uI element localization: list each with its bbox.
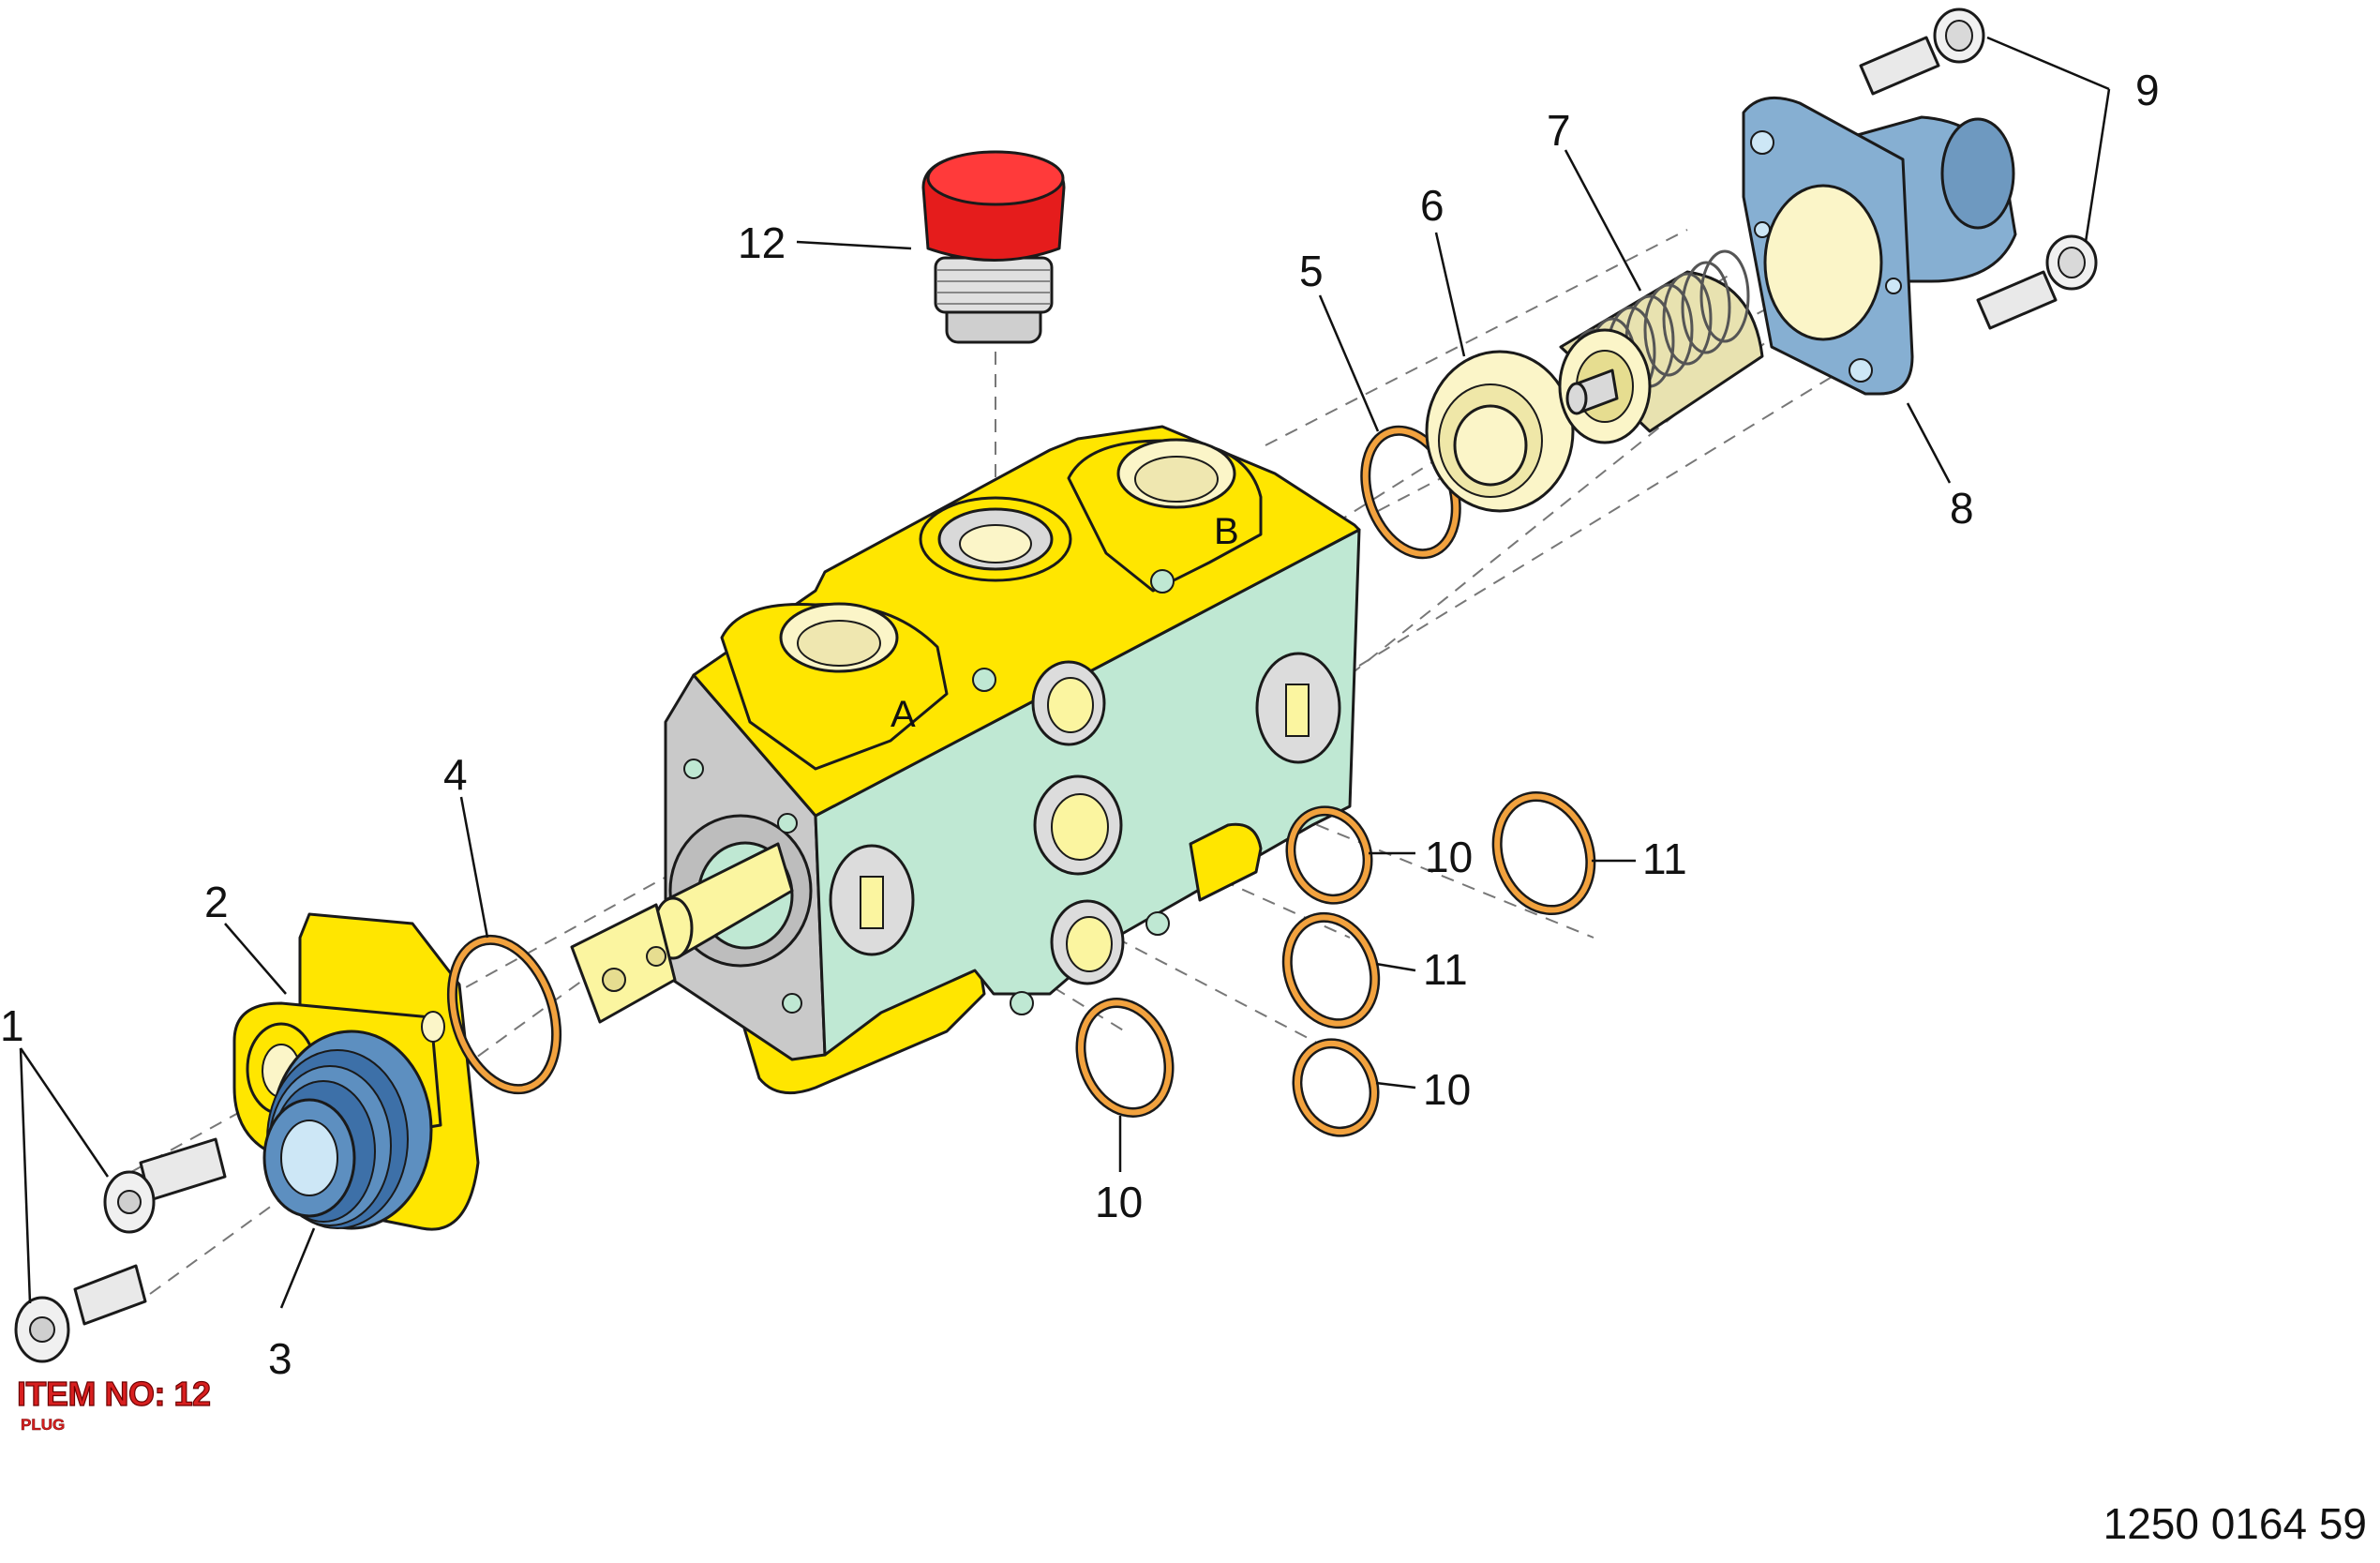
callout-11-middle: 11 xyxy=(1423,945,1468,994)
drawing-number: 1250 0164 59 xyxy=(2103,1499,2367,1548)
o-ring-item-10-upper xyxy=(1285,805,1373,905)
leader-lines xyxy=(19,36,2111,1309)
port-a-label: A xyxy=(891,694,916,735)
callout-7: 7 xyxy=(1547,106,1571,155)
callout-12: 12 xyxy=(738,218,786,267)
valve-body xyxy=(570,425,1361,1095)
callout-3: 3 xyxy=(268,1334,292,1383)
spring-item-7 xyxy=(1558,249,1764,444)
port-b-label: B xyxy=(1214,511,1239,552)
callout-6: 6 xyxy=(1420,181,1444,230)
bolt-upper-item-9 xyxy=(1859,8,1985,96)
item-name-subtitle: PLUG xyxy=(21,1416,66,1435)
bolt-lower-item-9 xyxy=(1976,234,2098,330)
item-number-title: ITEM NO: 12 xyxy=(16,1374,211,1413)
callout-8: 8 xyxy=(1950,484,1974,533)
bolt-upper-item-1 xyxy=(103,1137,227,1234)
callout-10-lower: 10 xyxy=(1423,1065,1471,1114)
o-ring-item-4 xyxy=(446,934,562,1095)
callout-9: 9 xyxy=(2135,66,2160,114)
callout-5: 5 xyxy=(1299,247,1324,295)
o-ring-item-11-lower xyxy=(1075,998,1175,1118)
callout-4: 4 xyxy=(443,750,468,799)
o-ring-item-10-lower xyxy=(1292,1038,1380,1137)
bolt-lower-item-1 xyxy=(14,1264,147,1363)
callout-2: 2 xyxy=(204,878,229,926)
callout-labels: 1 2 3 4 5 6 7 8 9 10 11 12 10 11 10 xyxy=(0,66,2160,1383)
plug-item-12 xyxy=(921,150,1066,344)
blue-cap-item-3 xyxy=(262,1029,433,1230)
cover-item-8 xyxy=(1742,96,2017,396)
o-ring-item-11-upper xyxy=(1491,790,1596,916)
o-ring-item-11-middle xyxy=(1281,911,1381,1029)
callout-11-lower: 10 xyxy=(1095,1178,1143,1226)
callout-10-upper: 10 xyxy=(1425,833,1473,881)
washer-item-6 xyxy=(1425,350,1575,513)
callout-1: 1 xyxy=(0,1001,24,1050)
callout-11-upper: 11 xyxy=(1642,834,1687,883)
